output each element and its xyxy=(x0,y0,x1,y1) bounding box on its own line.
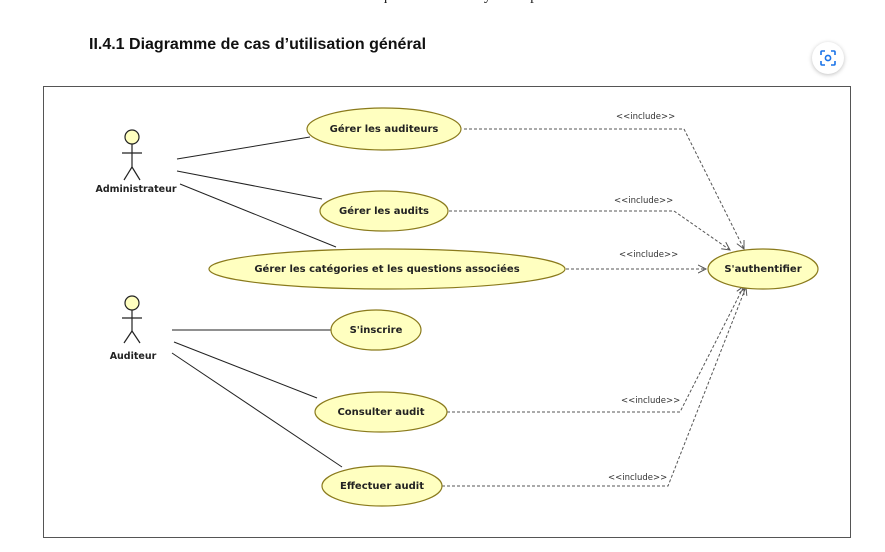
use-case-diagram: Administrateur Auditeur <<include>> <<in… xyxy=(95,107,819,507)
visual-search-button[interactable] xyxy=(812,42,844,74)
use-case-label: Gérer les catégories et les questions as… xyxy=(254,263,519,275)
assoc-auditeur-consulter xyxy=(173,341,318,399)
include-label: <<include>> xyxy=(621,396,680,406)
use-case-label: Gérer les auditeurs xyxy=(330,123,439,135)
use-case-label: Gérer les audits xyxy=(339,205,429,217)
top-text-line: déterminant les besoins de l'utilisateur… xyxy=(88,0,808,8)
assoc-admin-gerer-auditeurs xyxy=(176,136,311,160)
include-label: <<include>> xyxy=(616,112,675,122)
include-label: <<include>> xyxy=(608,473,667,483)
use-case-sinscrire: S'inscrire xyxy=(330,309,422,351)
use-case-gerer-audits: Gérer les audits xyxy=(319,190,449,232)
actor-administrateur: Administrateur xyxy=(95,129,177,195)
include-label: <<include>> xyxy=(619,250,678,260)
use-case-diagram-frame: Administrateur Auditeur <<include>> <<in… xyxy=(43,86,851,538)
include-gerer-auditeurs: <<include>> xyxy=(464,112,744,249)
include-effectuer-audit: <<include>> xyxy=(442,287,746,487)
use-case-label: Consulter audit xyxy=(337,407,424,418)
actor-administrateur-label: Administrateur xyxy=(95,184,176,195)
include-gerer-categories: <<include>> xyxy=(566,250,706,269)
use-case-label: S'inscrire xyxy=(350,325,403,336)
actor-auditeur-label: Auditeur xyxy=(110,351,157,362)
assoc-auditeur-effectuer xyxy=(171,352,343,468)
assoc-admin-gerer-categories xyxy=(179,183,337,248)
use-case-gerer-categories: Gérer les catégories et les questions as… xyxy=(208,248,566,290)
actor-auditeur: Auditeur xyxy=(110,295,157,362)
use-case-effectuer-audit: Effectuer audit xyxy=(321,465,443,507)
use-case-label: S'authentifier xyxy=(724,264,801,275)
use-case-label: Effectuer audit xyxy=(340,481,424,492)
use-case-consulter-audit: Consulter audit xyxy=(314,391,448,433)
visual-search-lens-icon xyxy=(820,50,836,66)
use-case-gerer-auditeurs: Gérer les auditeurs xyxy=(306,107,462,151)
use-case-sauthentifier: S'authentifier xyxy=(707,248,819,290)
section-title: II.4.1 Diagramme de cas d’utilisation gé… xyxy=(89,36,427,53)
assoc-admin-gerer-audits xyxy=(176,170,323,200)
include-gerer-audits: <<include>> xyxy=(449,196,730,250)
include-consulter-audit: <<include>> xyxy=(447,286,744,413)
include-label: <<include>> xyxy=(614,196,673,206)
